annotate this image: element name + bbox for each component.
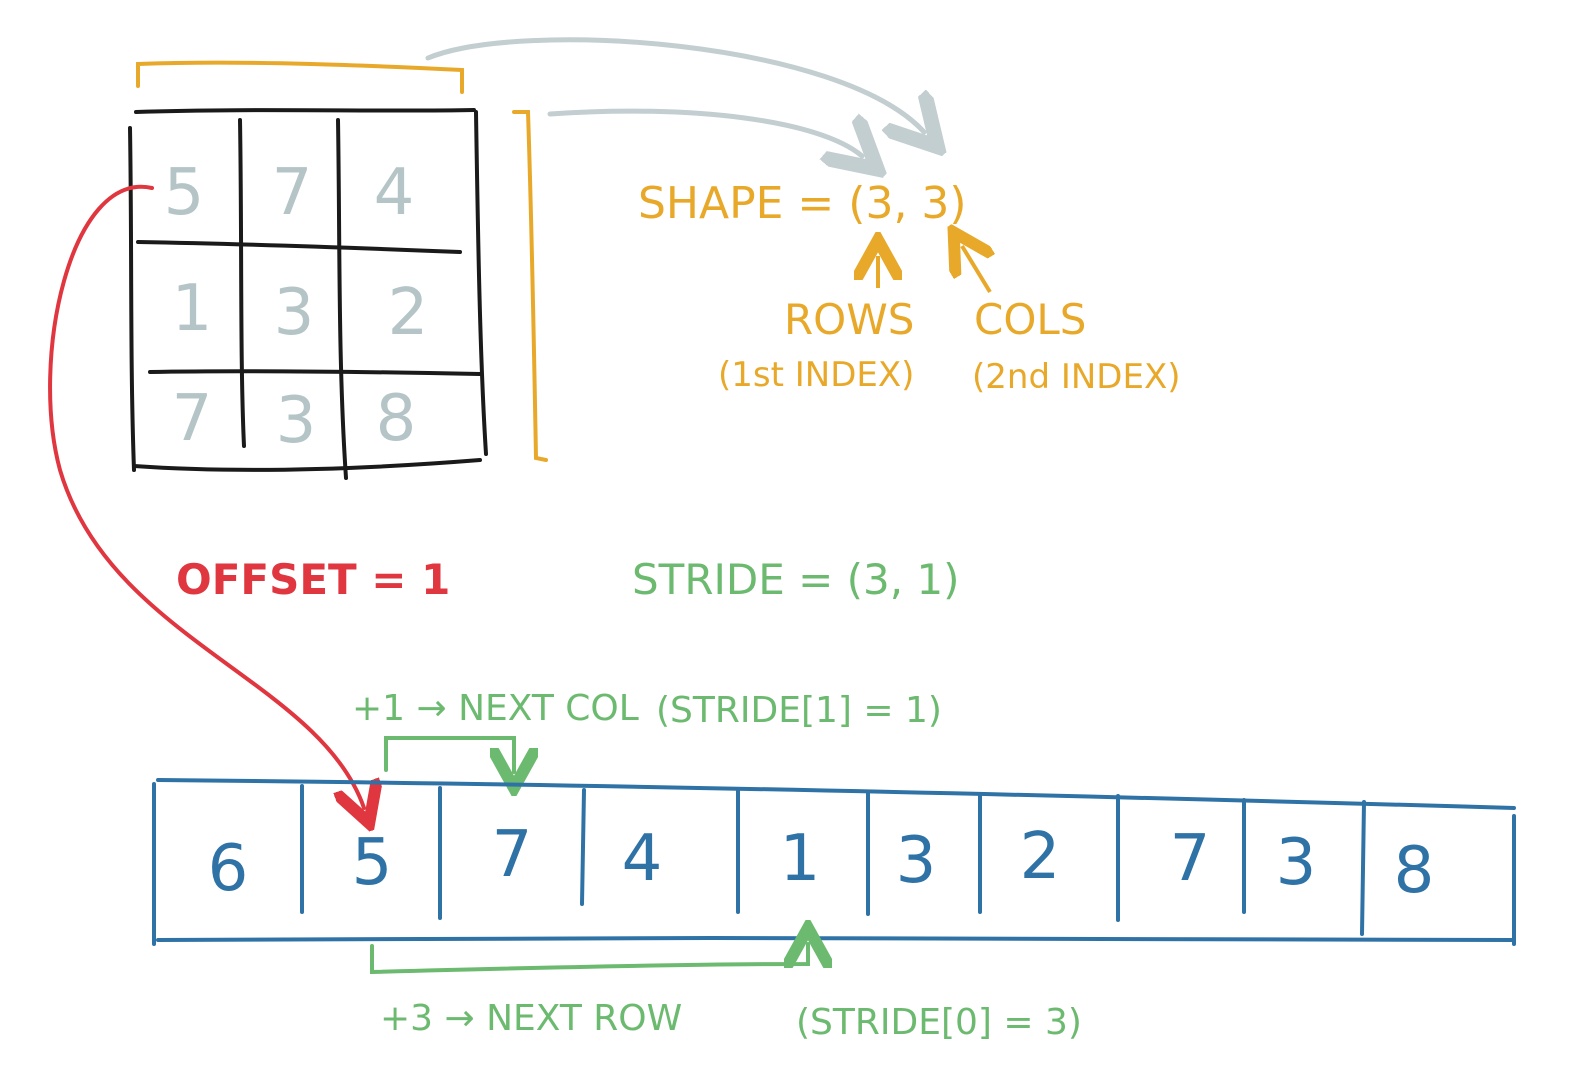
cols-note: (2nd INDEX)	[972, 357, 1181, 397]
offset-arrow	[48, 184, 364, 808]
rows-label: ROWS	[784, 295, 914, 344]
matrix-cell: 3	[274, 276, 315, 350]
matrix-cell: 7	[272, 156, 313, 230]
memory-cell: 1	[780, 822, 821, 896]
shape-brackets	[136, 60, 548, 462]
matrix-cell: 4	[374, 156, 415, 230]
memory-cell: 7	[1170, 822, 1211, 896]
stride-label: STRIDE = (3, 1)	[632, 555, 960, 604]
matrix-cell: 3	[276, 384, 317, 458]
shape-label: SHAPE = (3, 3)	[638, 178, 967, 229]
matrix-cells: 5 7 4 1 3 2 7 3 8	[164, 156, 429, 458]
memory-cells: 6 5 7 4 1 3 2 7 3 8	[208, 818, 1435, 908]
next-row-arrow	[370, 944, 808, 975]
shape-gray-arrows	[425, 37, 924, 156]
memory-cell: 3	[896, 824, 937, 898]
memory-cell: 3	[1276, 826, 1317, 900]
next-col-arrow	[384, 736, 514, 772]
shape-annotation: SHAPE = (3, 3) ROWS (1st INDEX) COLS (2n…	[638, 178, 1181, 397]
matrix-grid	[128, 108, 488, 480]
cols-arrow	[962, 246, 990, 294]
memory-cell: 4	[622, 822, 663, 896]
cols-label: COLS	[974, 295, 1086, 344]
memory-cell: 2	[1020, 820, 1061, 894]
matrix-cell: 2	[388, 276, 429, 350]
memory-cell: 7	[492, 818, 533, 892]
matrix-cell: 1	[172, 272, 213, 346]
memory-strip	[152, 778, 1516, 946]
memory-cell: 8	[1394, 834, 1435, 908]
rows-note: (1st INDEX)	[718, 355, 914, 395]
next-col-label: +1 → NEXT COL	[352, 688, 639, 729]
next-row-label: +3 → NEXT ROW	[380, 998, 682, 1039]
matrix-cell: 7	[172, 382, 213, 456]
matrix-cell: 5	[164, 156, 205, 230]
offset-label: OFFSET = 1	[176, 555, 450, 604]
matrix-cell: 8	[376, 382, 417, 456]
memory-cell: 6	[208, 832, 249, 906]
memory-cell: 5	[352, 826, 393, 900]
next-col-note: (STRIDE[1] = 1)	[656, 690, 942, 731]
next-row-note: (STRIDE[0] = 3)	[796, 1002, 1082, 1043]
